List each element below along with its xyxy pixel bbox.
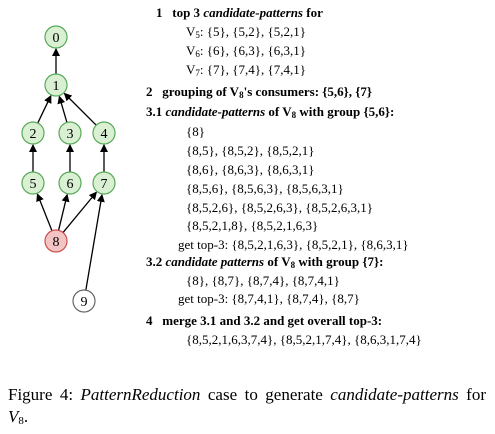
step-1-text: top 3 [172,5,204,20]
node-2: 2 [21,121,45,145]
node-label: 4 [101,127,108,142]
graph-edges [29,48,108,291]
node-label: 9 [81,295,88,310]
step-3-1-line: {8,5,6}, {8,5,6,3}, {8,5,6,3,1} [186,181,344,196]
graph-nodes: 0 1 2 3 4 5 6 7 8 9 [21,25,116,313]
node-circle [21,121,45,145]
step-4-heading: 4 merge 3.1 and 3.2 and get overall top-… [146,313,383,328]
step-1-line-v7: V7: {7}, {7,4}, {7,4,1} [186,62,306,78]
step-1-line-v6: V6: {6}, {6,3}, {6,3,1} [186,43,306,59]
node-circle [21,171,45,195]
edge-9-to-7 [85,193,105,291]
node-9: 9 [72,289,96,313]
node-label: 2 [30,127,37,142]
step-1-emphasis: candidate-patterns [203,5,303,20]
step-4-line: {8,5,2,1,6,3,7,4}, {8,5,2,1,7,4}, {8,6,3… [186,332,422,347]
edge-4-to-1 [63,92,97,126]
node-circle [58,121,82,145]
step-2-heading: 2 grouping of V8's consumers: {5,6}, {7} [146,84,373,100]
node-circle [92,171,116,195]
node-8: 8 [44,229,68,253]
step-3-1-top3: get top-3: {8,5,2,1,6,3}, {8,5,2,1}, {8,… [178,237,409,252]
step-1-heading: 1 top 3 candidate-patterns for [156,6,323,20]
node-0: 0 [44,25,68,49]
step-3-2-top3: get top-3: {8,7,4,1}, {8,7,4}, {8,7} [178,291,360,306]
node-label: 1 [53,79,60,94]
step-1-suffix: for [302,5,323,20]
node-4: 4 [92,121,116,145]
node-label: 6 [67,177,74,192]
node-6: 6 [58,171,82,195]
node-circle [92,121,116,145]
node-label: 3 [67,127,74,142]
node-5: 5 [21,171,45,195]
node-1: 1 [44,73,68,97]
node-circle [58,171,82,195]
node-label: 7 [101,177,108,192]
step-3-2-line: {8}, {8,7}, {8,7,4}, {8,7,4,1} [186,273,340,288]
edge-3-to-1 [57,95,68,123]
edge-8-to-7 [62,191,97,233]
figure-caption: Figure 4: PatternReduction case to gener… [8,385,486,427]
edge-8-to-6 [57,193,70,231]
dependency-graph: 0 1 2 3 4 5 6 7 8 9 [21,25,116,313]
edge-8-to-5 [36,193,53,232]
node-circle [44,73,68,97]
node-3: 3 [58,121,82,145]
step-3-2-heading: 3.2 candidate patterns of V8 with group … [146,254,384,270]
step-3-1-line: {8} [186,124,205,139]
step-1-line-v5: V5: {5}, {5,2}, {5,2,1} [186,24,306,40]
step-1-number: 1 [156,5,163,20]
step-3-1-line: {8,5,2,1,8}, {8,5,2,1,6,3} [186,218,319,233]
step-3-1-line: {8,5}, {8,5,2}, {8,5,2,1} [186,143,315,158]
node-label: 5 [30,177,37,192]
node-label: 8 [53,235,60,250]
step-3-1-line: {8,5,2,6}, {8,5,2,6,3}, {8,5,2,6,3,1} [186,200,373,215]
node-label: 0 [53,31,60,46]
node-7: 7 [92,171,116,195]
node-circle [44,229,68,253]
step-3-1-heading: 3.1 candidate-patterns of V8 with group … [146,104,395,120]
step-3-1-line: {8,6}, {8,6,3}, {8,6,3,1} [186,162,315,177]
node-circle [44,25,68,49]
node-circle [72,289,96,313]
edge-2-to-1 [37,94,52,124]
